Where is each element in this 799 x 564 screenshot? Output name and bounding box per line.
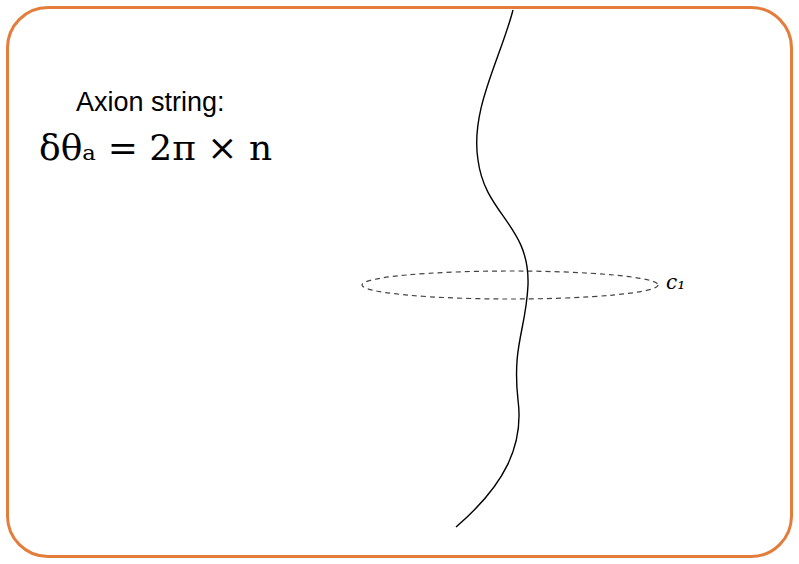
formula-text: δθₐ = 2π × n [39,127,272,168]
string-line [456,10,528,527]
heading-text: Axion string: [76,87,225,118]
loop-ellipse [362,271,658,299]
loop-label: c₁ [664,270,687,294]
